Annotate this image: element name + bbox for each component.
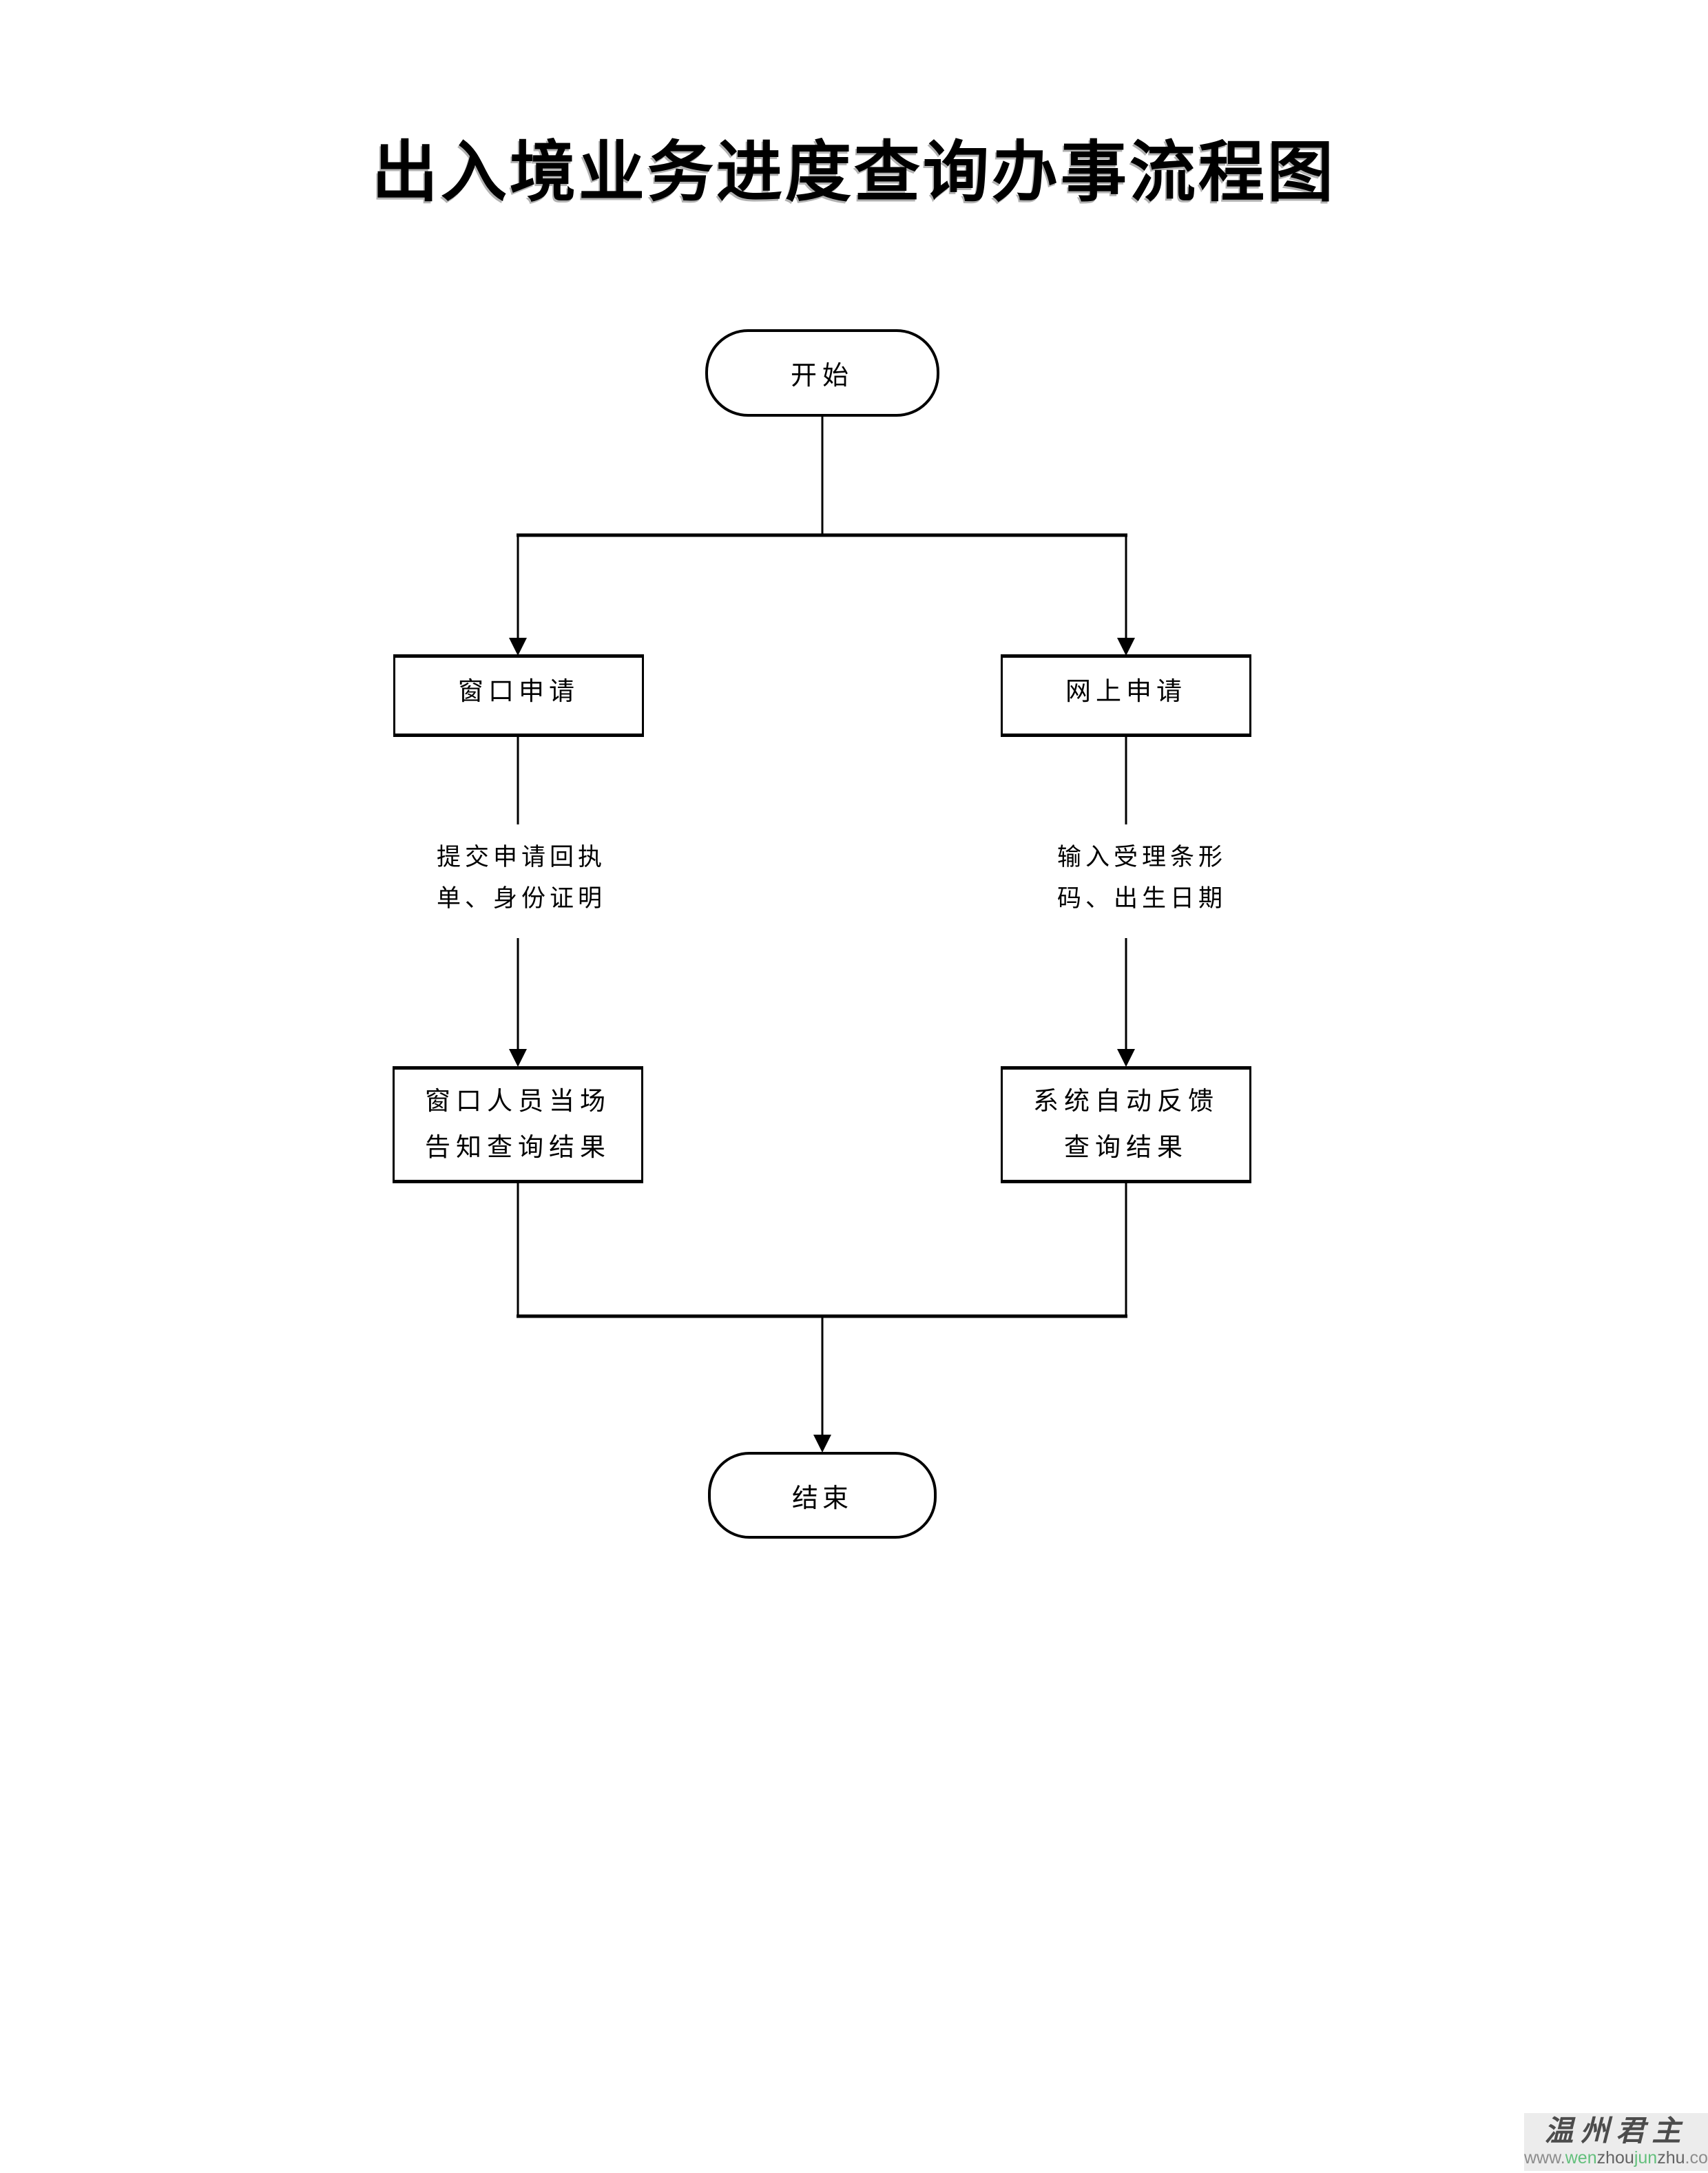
watermark-brand-text: 温州君主 [1544,2116,1688,2148]
window-apply-box: 窗口申请 [393,654,644,737]
arrow-to-online-result [1117,938,1135,1067]
arrow-to-window-result [509,938,527,1067]
online-step-line1: 输入受理条形 [1057,844,1227,871]
window-apply-label: 窗口申请 [458,678,579,706]
window-result-box: 窗口人员当场 告知查询结果 [393,1066,643,1183]
window-step-label: 提交申请回执 单、身份证明 [437,837,606,919]
page-title: 出入境业务进度查询办事流程图 [372,136,1336,209]
end-node: 结束 [708,1452,937,1539]
window-step-line1: 提交申请回执 [437,844,607,871]
window-step-line2: 单、身份证明 [437,885,607,912]
online-step-line2: 码、出生日期 [1057,885,1227,912]
site-watermark: 温州君主 www.wenzhoujunzhu.com [1524,2113,1708,2171]
watermark-url: www.wenzhoujunzhu.com [1524,2148,1708,2167]
arrow-to-online-apply [1117,535,1135,656]
window-result-line1: 窗口人员当场 [425,1088,611,1116]
online-step-label: 输入受理条形 码、出生日期 [1057,837,1227,919]
start-node: 开始 [705,329,939,417]
window-result-line2: 告知查询结果 [425,1134,611,1162]
end-node-label: 结束 [791,1484,853,1513]
online-result-box: 系统自动反馈 查询结果 [1001,1066,1251,1183]
online-apply-label: 网上申请 [1065,678,1187,706]
online-result-line1: 系统自动反馈 [1033,1088,1219,1116]
arrow-to-end [813,1316,831,1453]
start-node-label: 开始 [790,362,854,391]
online-apply-box: 网上申请 [1001,654,1251,737]
online-result-line2: 查询结果 [1064,1134,1188,1162]
arrow-to-window-apply [509,535,527,656]
